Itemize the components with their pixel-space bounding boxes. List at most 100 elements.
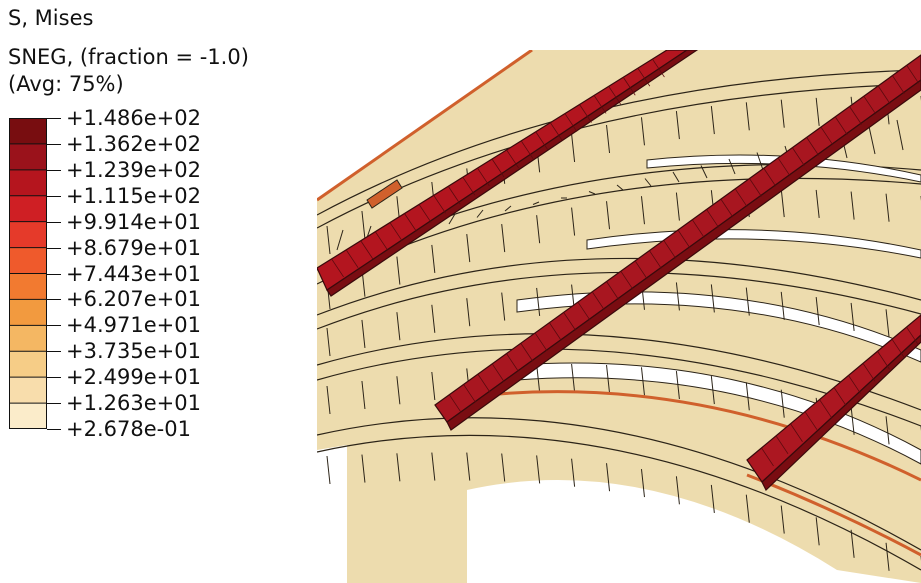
mesh-edge xyxy=(815,189,820,218)
rib-3 xyxy=(317,257,921,316)
mesh-edge xyxy=(476,209,484,218)
legend-tick-dash xyxy=(47,325,61,327)
legend-band xyxy=(9,221,47,249)
mesh-edge xyxy=(396,312,401,341)
mesh-edge xyxy=(326,327,331,357)
gap-1 xyxy=(516,291,921,363)
mesh-edge xyxy=(536,287,541,317)
mesh-edge xyxy=(571,207,576,236)
beam-element-edge xyxy=(608,86,621,105)
beam-element-edge xyxy=(706,209,719,228)
beam-element-edge xyxy=(591,291,605,310)
mesh-edge xyxy=(745,382,750,411)
rib-3b xyxy=(317,271,921,330)
legend-band xyxy=(9,351,47,378)
mesh-edge xyxy=(501,292,506,321)
legend-value-label: +1.263e+01 xyxy=(66,391,201,416)
mesh-edge xyxy=(640,196,645,225)
legend-tick-dash xyxy=(47,377,61,379)
beam-element-edge xyxy=(448,394,462,413)
edge-highlight-1 xyxy=(317,50,533,202)
mesh-edge xyxy=(326,455,331,485)
beam-element-edge xyxy=(360,240,374,259)
legend-value-label: +3.735e+01 xyxy=(66,339,201,364)
beam-element-edge xyxy=(433,195,446,214)
beam-element-edge xyxy=(418,204,432,223)
mesh-edge xyxy=(616,184,624,191)
beam-element-edge xyxy=(652,58,665,78)
mesh-edge xyxy=(571,363,576,393)
legend-tick-dash xyxy=(47,299,61,301)
mesh-edge xyxy=(675,192,680,221)
mesh-edge xyxy=(850,191,855,220)
beam-element-edge xyxy=(863,95,877,115)
edge-highlight-2 xyxy=(466,390,921,482)
beam-element-edge xyxy=(734,188,748,208)
beam-element-edge xyxy=(534,332,548,352)
mesh-edge xyxy=(700,165,708,179)
beam-element-edge xyxy=(649,250,662,269)
mesh-edge xyxy=(710,484,715,513)
legend-tick-dash xyxy=(47,195,61,197)
beam-element-edge xyxy=(491,363,505,383)
legend-band xyxy=(9,195,47,223)
beam-element-edge xyxy=(849,106,862,125)
legend-tick-dash xyxy=(47,143,61,145)
beam-element-edge xyxy=(777,157,791,177)
beam-element-edge xyxy=(637,67,651,87)
mesh-edge xyxy=(396,453,401,482)
beam-element-edge xyxy=(620,270,634,290)
gap-3 xyxy=(646,154,921,183)
mesh-edge xyxy=(675,371,680,400)
mesh-edge xyxy=(815,297,820,326)
mesh-edge xyxy=(501,224,506,253)
beam-element-edge xyxy=(520,140,534,160)
legend-tick-dash xyxy=(47,403,61,405)
mesh-edge xyxy=(361,210,366,240)
beam-element-edge xyxy=(462,176,476,196)
mesh-edge xyxy=(431,244,436,273)
beam-element-edge xyxy=(691,219,705,238)
mesh-edge xyxy=(588,191,596,195)
mesh-edge xyxy=(361,380,366,410)
beam-element-edge xyxy=(806,137,819,156)
mesh-edge xyxy=(606,124,611,154)
mesh-edge xyxy=(606,364,611,394)
legend-tick-dash xyxy=(47,118,61,119)
mesh-edge xyxy=(745,494,750,523)
mesh-edge xyxy=(780,505,785,534)
rib-5 xyxy=(317,417,921,551)
mesh-edge xyxy=(885,416,890,445)
beam-element-edge xyxy=(447,186,461,205)
legend-tick-dash xyxy=(47,429,61,430)
beam-element-edge xyxy=(550,122,563,141)
mesh-edge xyxy=(466,452,471,481)
mesh-edge xyxy=(326,225,331,255)
beam-element-edge xyxy=(906,326,919,346)
beam-element-edge xyxy=(763,168,777,187)
mesh-edge xyxy=(756,152,764,171)
legend-tick-dash xyxy=(47,169,61,171)
mesh-edge xyxy=(850,529,855,558)
legend-band xyxy=(9,299,47,326)
beam-element-edge xyxy=(520,343,534,362)
beam-element-edge xyxy=(477,373,491,393)
mesh-edge xyxy=(536,215,541,244)
beam-element-edge xyxy=(375,231,388,250)
legend-value-label: +6.207e+01 xyxy=(66,287,201,312)
beam-element-edge xyxy=(506,149,519,169)
legend-value-label: +8.679e+01 xyxy=(66,235,201,260)
legend-band xyxy=(9,118,47,145)
mesh-edge xyxy=(466,298,471,327)
beam-element-edge xyxy=(477,167,490,187)
beam-element-edge xyxy=(790,423,803,442)
beam-element-edge xyxy=(564,113,578,132)
mesh-edge xyxy=(885,542,890,571)
legend-value-label: +1.239e+02 xyxy=(66,157,201,182)
mesh-edge xyxy=(675,476,680,505)
beam-element-edge xyxy=(404,213,417,232)
beam-element-edge xyxy=(761,447,774,467)
legend-band xyxy=(9,143,47,171)
mesh-edge xyxy=(571,458,576,487)
